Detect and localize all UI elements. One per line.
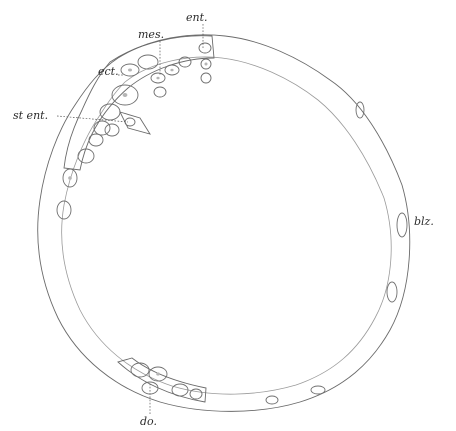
label-blz: blz. xyxy=(414,215,434,228)
entoderm-cells xyxy=(198,42,212,84)
lower-wall-thickening xyxy=(117,357,207,403)
ectoderm-cells xyxy=(56,54,159,220)
blastoderm-outer-contour xyxy=(37,34,411,412)
right-wall-cells xyxy=(265,101,408,405)
embryonic-shield-wall xyxy=(63,35,215,171)
label-ect: ect. xyxy=(98,65,119,78)
mesoderm-cells xyxy=(150,56,192,98)
label-do: do. xyxy=(140,415,157,428)
stomach-entoderm-cell xyxy=(124,117,136,127)
lower-wall-cells xyxy=(130,362,203,400)
label-ent: ent. xyxy=(186,11,208,24)
blastoderm-inner-contour xyxy=(61,56,392,395)
label-mes: mes. xyxy=(138,28,164,41)
label-stent: st ent. xyxy=(13,109,48,122)
leader-stent xyxy=(56,115,129,123)
